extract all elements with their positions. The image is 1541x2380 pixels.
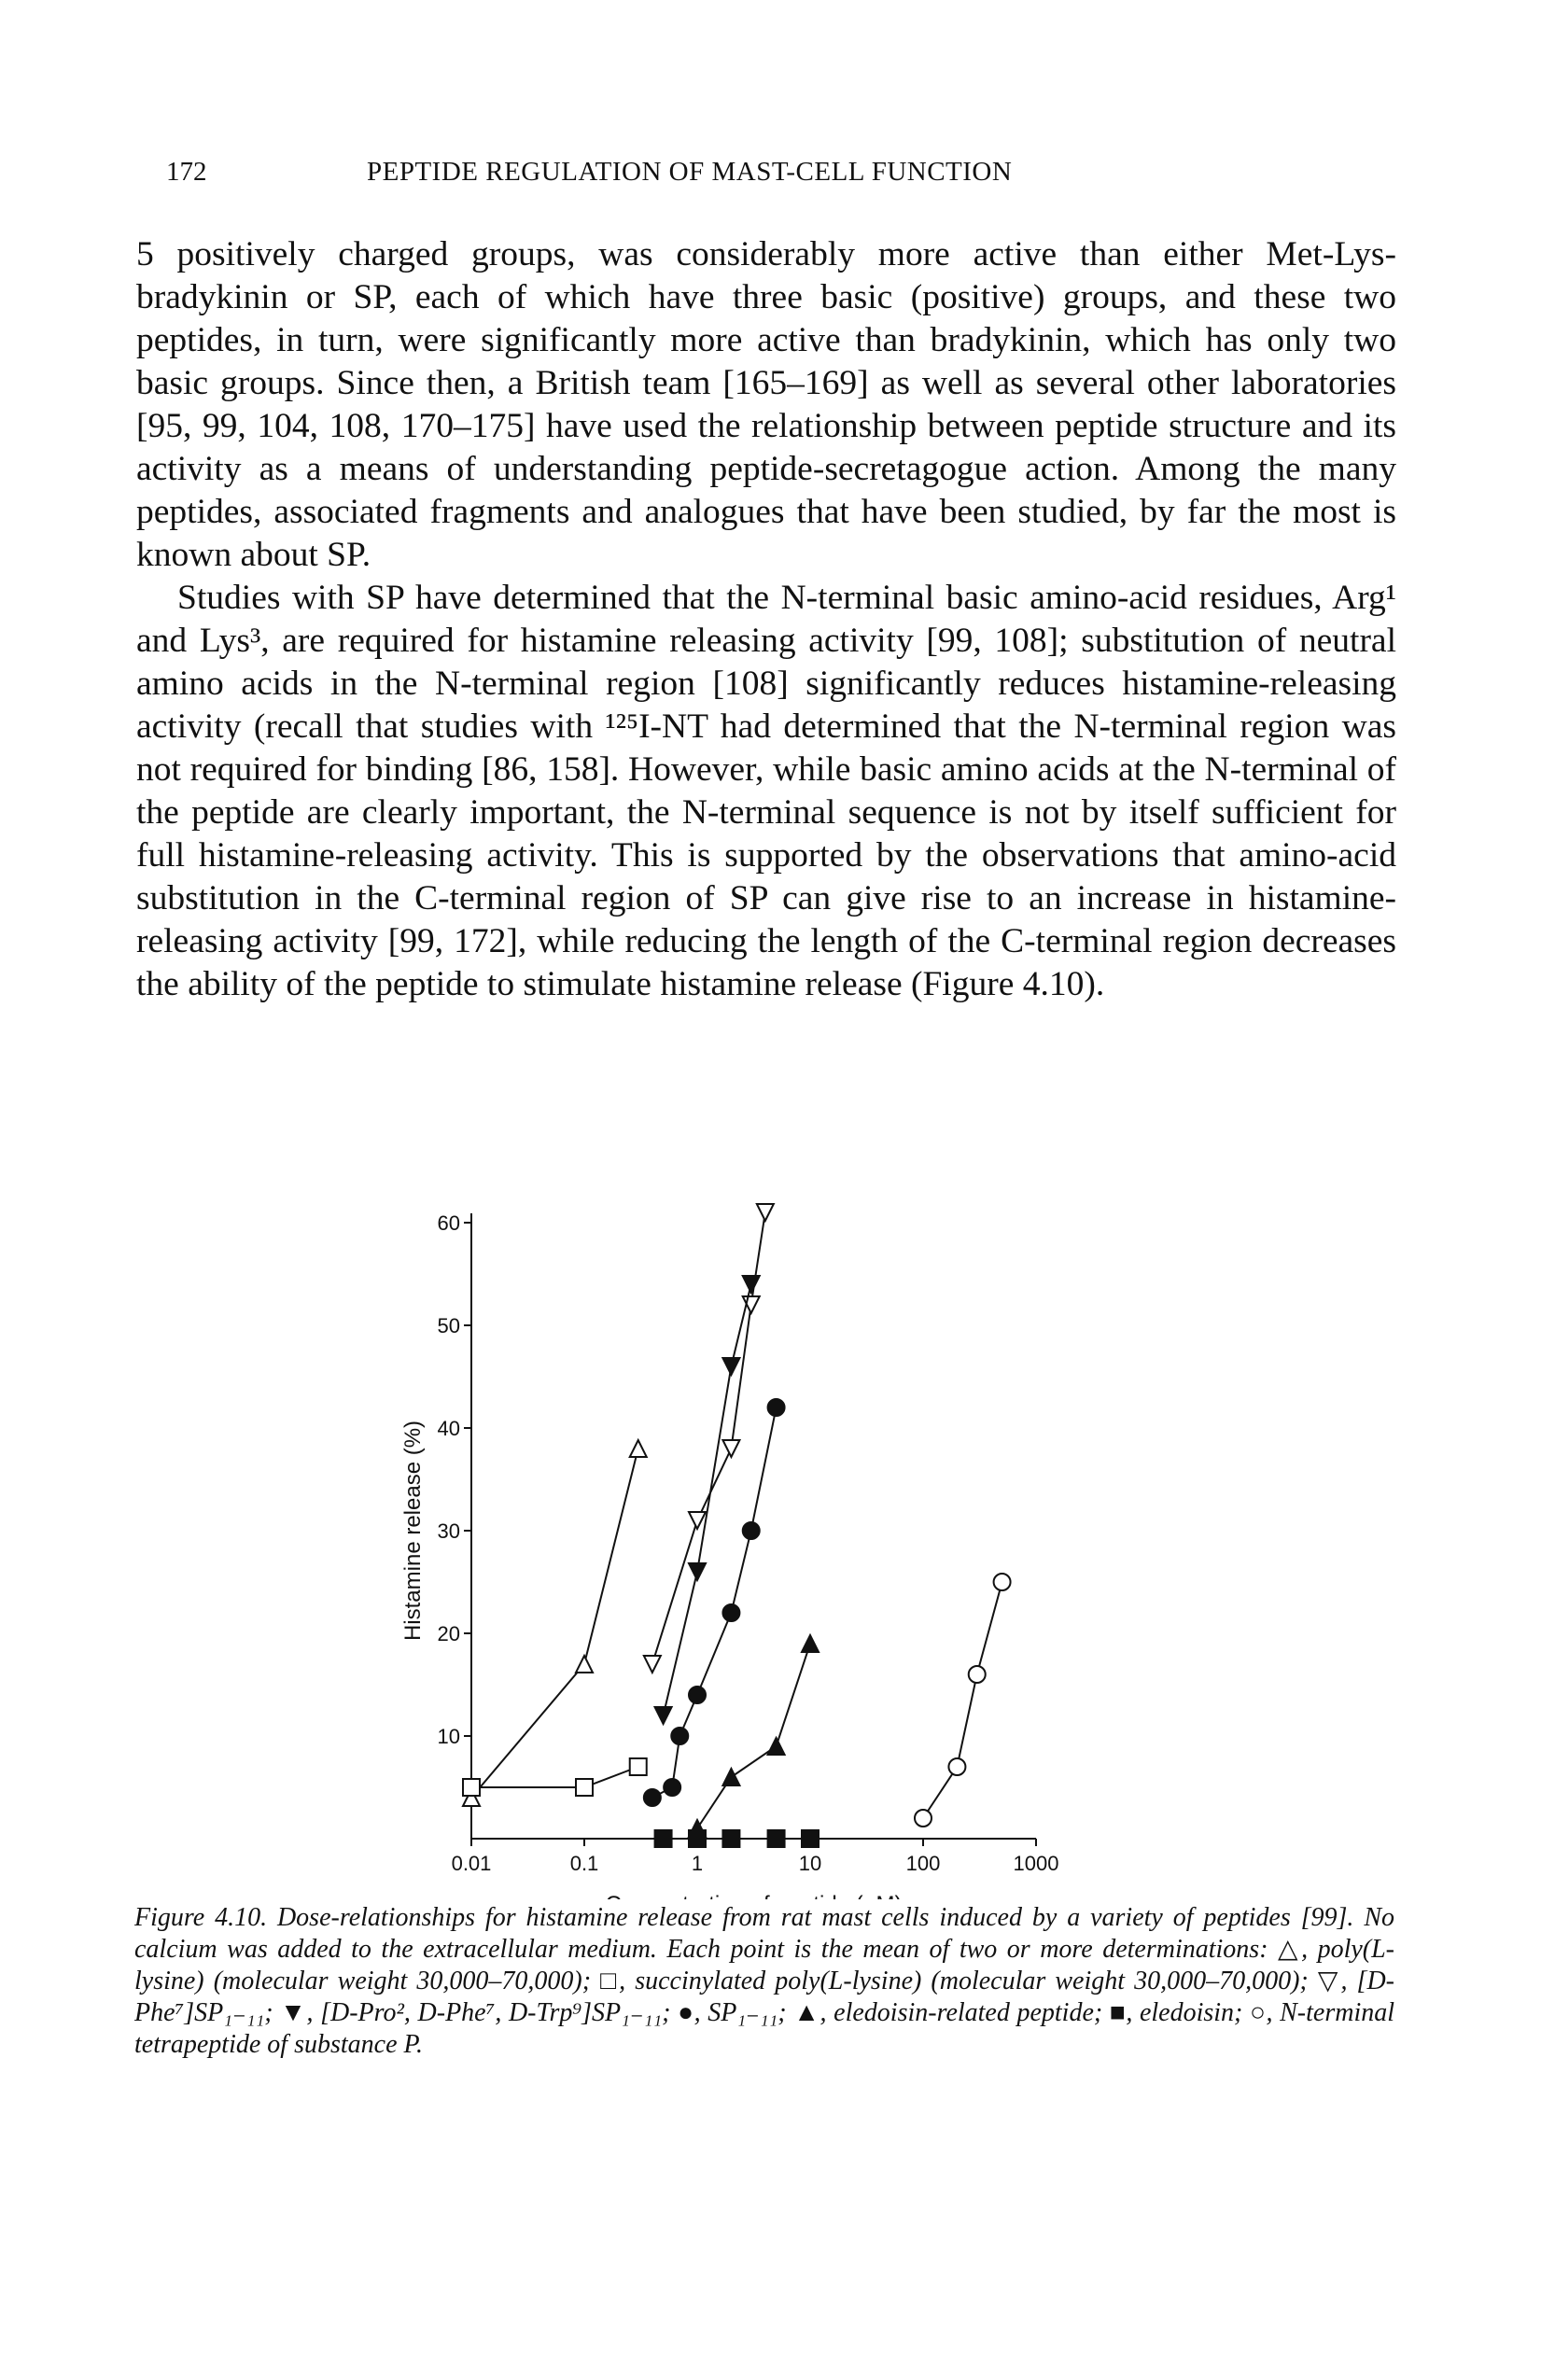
y-tick-label: 50 [438, 1314, 460, 1337]
paragraph-2: Studies with SP have determined that the… [136, 579, 1396, 1003]
data-point-triangle-down [755, 1203, 776, 1224]
data-point-square [766, 1829, 786, 1848]
paragraph-1: 5 positively charged groups, was conside… [136, 235, 1396, 574]
data-point-triangle-down [741, 1275, 762, 1295]
data-point-triangle-up [461, 1786, 482, 1807]
data-point-square [628, 1757, 648, 1776]
data-point-square [801, 1829, 820, 1848]
data-point-circle [670, 1727, 690, 1745]
data-point-circle [642, 1788, 662, 1807]
x-tick-label: 1 [692, 1852, 703, 1875]
series-line [922, 1581, 1003, 1819]
y-tick-label: 30 [438, 1519, 460, 1543]
data-point-circle [721, 1603, 741, 1622]
data-point-square [653, 1829, 673, 1848]
figure-caption: Figure 4.10. Dose-relationships for hist… [134, 1902, 1394, 2061]
x-tick-label: 1000 [1014, 1852, 1059, 1875]
data-point-circle [967, 1665, 987, 1684]
y-tick-label: 10 [438, 1725, 460, 1748]
body-text: 5 positively charged groups, was conside… [136, 233, 1396, 1006]
x-tick-label: 0.1 [570, 1852, 599, 1875]
data-point-circle [766, 1398, 786, 1417]
data-point-square [575, 1778, 594, 1797]
data-point-triangle-up [574, 1653, 595, 1673]
data-point-circle [741, 1521, 761, 1540]
data-point-triangle-down [721, 1439, 742, 1460]
data-point-triangle-down [687, 1511, 707, 1532]
figure-4-10: 10 20 30 40 50 60 0.01 0.1 1 10 100 1000Concentrati… [355, 1190, 1195, 1899]
data-point-triangle-up [800, 1632, 820, 1653]
page-number: 172 [166, 157, 207, 187]
y-axis-label: Histamine release (%) [400, 1421, 426, 1641]
series-line [662, 1283, 752, 1716]
data-point-triangle-up [628, 1437, 649, 1458]
data-point-circle [688, 1686, 707, 1704]
data-point-triangle-up [721, 1766, 742, 1786]
data-point-circle [663, 1778, 682, 1797]
data-point-circle [947, 1757, 967, 1776]
y-tick-label: 40 [438, 1417, 460, 1440]
data-point-square [688, 1829, 707, 1848]
x-axis-label: Concentration of peptide (μM) [606, 1892, 903, 1899]
page-header: 172 PEPTIDE REGULATION OF MAST-CELL FUNC… [166, 157, 1417, 194]
y-tick-label: 20 [438, 1622, 460, 1645]
x-tick-label: 10 [799, 1852, 821, 1875]
series-line [470, 1448, 639, 1799]
data-point-square [721, 1829, 741, 1848]
data-point-triangle-down [652, 1706, 674, 1727]
data-point-triangle-up [765, 1735, 787, 1756]
x-tick-label: 0.01 [452, 1852, 492, 1875]
series-line [471, 1766, 639, 1788]
dose-response-chart: 10 20 30 40 50 60 0.01 0.1 1 10 100 1000Concentrati… [400, 1203, 1059, 1899]
data-point-square [462, 1778, 481, 1797]
data-point-triangle-down [642, 1655, 663, 1675]
running-title: PEPTIDE REGULATION OF MAST-CELL FUNCTION [367, 157, 1013, 187]
data-point-triangle-down [687, 1562, 707, 1583]
x-tick-label: 100 [906, 1852, 941, 1875]
series-line [696, 1643, 811, 1829]
data-point-circle [992, 1573, 1012, 1591]
y-tick-label: 60 [438, 1211, 460, 1235]
data-point-triangle-down [721, 1357, 742, 1378]
figure-caption-text: Figure 4.10. Dose-relationships for hist… [134, 1903, 1394, 2059]
data-point-circle [914, 1809, 932, 1827]
